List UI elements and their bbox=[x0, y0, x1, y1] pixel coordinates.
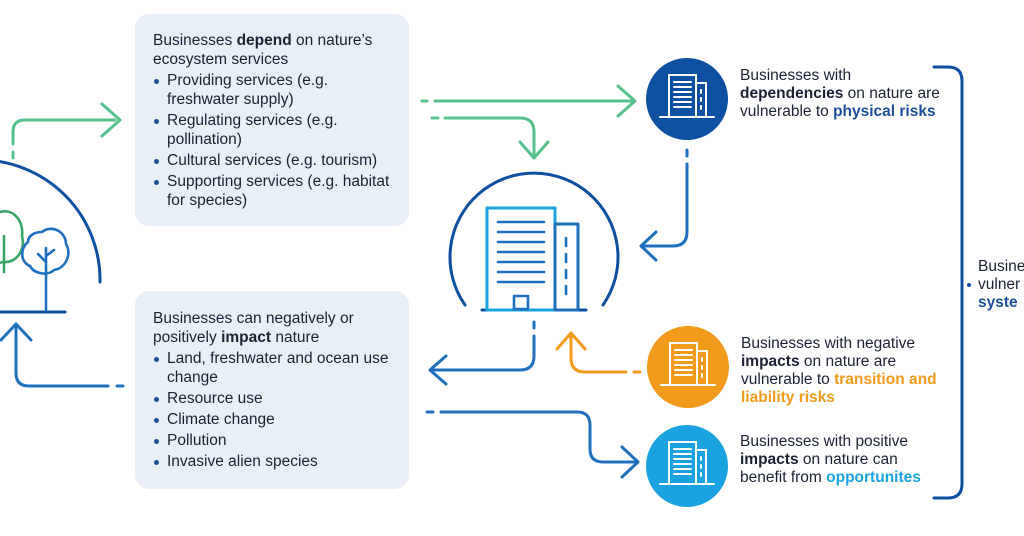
impacts-intro: Businesses can negatively or positively … bbox=[153, 310, 354, 346]
business-building-icon bbox=[448, 171, 620, 312]
tree-icon bbox=[0, 210, 25, 274]
transition-risk-text: Businesses with negative impacts on natu… bbox=[741, 335, 937, 406]
impacts-box: Businesses can negatively or positively … bbox=[135, 291, 409, 489]
opportunities-highlight: opportunites bbox=[826, 469, 921, 486]
impact-arrow bbox=[0, 322, 125, 388]
opportunity-text: Businesses with positive impacts on natu… bbox=[740, 433, 921, 486]
list-item: Regulating services (e.g. pollination) bbox=[153, 111, 391, 149]
physical-risk-circle bbox=[646, 58, 728, 140]
bracket-dot bbox=[967, 283, 971, 287]
tree-icon bbox=[20, 227, 70, 312]
impact-flow-arrow bbox=[428, 320, 536, 386]
list-item: Climate change bbox=[153, 410, 391, 429]
physical-risk-text: Businesses with dependencies on nature a… bbox=[740, 67, 940, 120]
opportunity-arrow bbox=[425, 410, 640, 479]
impacts-list: Land, freshwater and ocean use change Re… bbox=[153, 349, 391, 471]
transition-risk-arrow bbox=[555, 331, 642, 374]
physical-risks-highlight: physical risks bbox=[833, 103, 936, 120]
transition-risk-circle bbox=[647, 326, 729, 408]
dependency-arrow bbox=[11, 102, 122, 160]
list-item: Pollution bbox=[153, 431, 391, 450]
list-item: Supporting services (e.g. habitat for sp… bbox=[153, 172, 391, 210]
list-item: Resource use bbox=[153, 389, 391, 408]
systemic-risk-text: Busine vulner syste bbox=[978, 258, 1024, 311]
physical-risk-arrow bbox=[639, 148, 689, 262]
dependencies-intro: Businesses depend on nature’s ecosystem … bbox=[153, 32, 373, 68]
transition-risks-highlight: transition and liability risks bbox=[741, 371, 937, 406]
list-item: Land, freshwater and ocean use change bbox=[153, 349, 391, 387]
opportunity-circle bbox=[646, 425, 728, 507]
systemic-bracket bbox=[932, 65, 964, 500]
list-item: Providing services (e.g. freshwater supp… bbox=[153, 71, 391, 109]
dependencies-box: Businesses depend on nature’s ecosystem … bbox=[135, 14, 409, 226]
dependency-flow-arrow bbox=[420, 84, 637, 160]
dependencies-list: Providing services (e.g. freshwater supp… bbox=[153, 71, 391, 210]
nature-icon bbox=[0, 160, 102, 314]
list-item: Invasive alien species bbox=[153, 452, 391, 471]
list-item: Cultural services (e.g. tourism) bbox=[153, 151, 391, 170]
